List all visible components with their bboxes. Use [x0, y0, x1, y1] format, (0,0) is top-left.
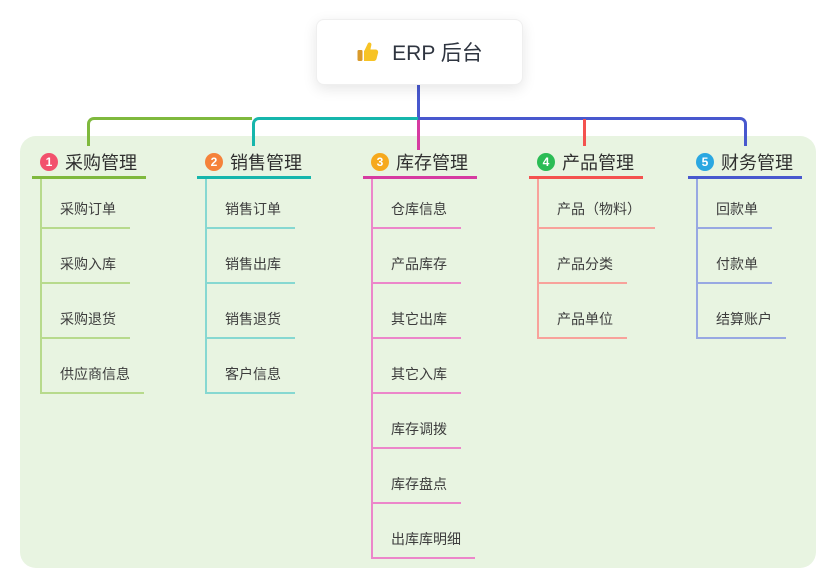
tree-item[interactable]: 销售订单 [207, 179, 295, 229]
tree-item-label: 库存调拨 [391, 421, 447, 437]
tree-item-label: 产品库存 [391, 256, 447, 272]
branch-sales: 2 销售管理 销售订单 销售出库 销售退货 客户信息 [197, 150, 311, 394]
branch-index-badge: 3 [371, 152, 389, 171]
connector-branch5 [418, 117, 747, 146]
connector-branch1 [87, 117, 252, 146]
branch-label: 产品管理 [562, 152, 634, 173]
root-stem-connector [417, 85, 420, 118]
branch-label: 销售管理 [230, 152, 302, 173]
tree-item[interactable]: 回款单 [698, 179, 772, 229]
tree-item[interactable]: 销售出库 [207, 229, 295, 284]
branch-items: 采购订单 采购入库 采购退货 供应商信息 [40, 179, 144, 394]
tree-item[interactable]: 其它入库 [373, 339, 461, 394]
thumbs-up-icon [356, 39, 382, 65]
tree-item[interactable]: 采购退货 [42, 284, 130, 339]
tree-item-label: 其它入库 [391, 366, 447, 382]
tree-item[interactable]: 出库库明细 [373, 504, 475, 559]
tree-item[interactable]: 采购订单 [42, 179, 130, 229]
branch-header-finance[interactable]: 5 财务管理 [688, 150, 802, 179]
branch-index-badge: 2 [205, 152, 223, 171]
branch-header-product[interactable]: 4 产品管理 [529, 150, 643, 179]
connector-branch2 [252, 117, 418, 146]
mindmap-panel [20, 136, 816, 568]
tree-item[interactable]: 库存盘点 [373, 449, 461, 504]
tree-item-label: 产品（物料） [557, 201, 641, 217]
tree-item[interactable]: 供应商信息 [42, 339, 144, 394]
connector-branch4 [583, 119, 586, 146]
tree-item-label: 销售退货 [225, 311, 281, 327]
branch-items: 回款单 付款单 结算账户 [696, 179, 786, 339]
root-title: ERP 后台 [392, 42, 483, 65]
tree-item[interactable]: 产品分类 [539, 229, 627, 284]
branch-product: 4 产品管理 产品（物料） 产品分类 产品单位 [529, 150, 655, 339]
tree-item-label: 付款单 [716, 256, 758, 272]
tree-item-label: 出库库明细 [391, 531, 461, 547]
tree-item-label: 采购入库 [60, 256, 116, 272]
tree-item[interactable]: 结算账户 [698, 284, 786, 339]
branch-index-badge: 5 [696, 152, 714, 171]
branch-index-badge: 1 [40, 152, 58, 171]
branch-purchase: 1 采购管理 采购订单 采购入库 采购退货 供应商信息 [32, 150, 146, 394]
tree-item[interactable]: 产品单位 [539, 284, 627, 339]
tree-item-label: 产品单位 [557, 311, 613, 327]
tree-item[interactable]: 采购入库 [42, 229, 130, 284]
tree-item[interactable]: 付款单 [698, 229, 772, 284]
branch-label: 财务管理 [721, 152, 793, 173]
tree-item-label: 产品分类 [557, 256, 613, 272]
branch-header-sales[interactable]: 2 销售管理 [197, 150, 311, 179]
tree-item[interactable]: 库存调拨 [373, 394, 461, 449]
branch-label: 库存管理 [396, 152, 468, 173]
tree-item-label: 仓库信息 [391, 201, 447, 217]
tree-item[interactable]: 产品库存 [373, 229, 461, 284]
connector-branch3 [417, 120, 420, 150]
tree-item-label: 采购订单 [60, 201, 116, 217]
tree-item-label: 其它出库 [391, 311, 447, 327]
branch-label: 采购管理 [65, 152, 137, 173]
tree-item[interactable]: 仓库信息 [373, 179, 461, 229]
tree-item-label: 结算账户 [716, 311, 772, 327]
tree-item-label: 销售订单 [225, 201, 281, 217]
tree-item-label: 回款单 [716, 201, 758, 217]
branch-index-badge: 4 [537, 152, 555, 171]
branch-finance: 5 财务管理 回款单 付款单 结算账户 [688, 150, 802, 339]
tree-item[interactable]: 产品（物料） [539, 179, 655, 229]
tree-item-label: 库存盘点 [391, 476, 447, 492]
tree-item-label: 采购退货 [60, 311, 116, 327]
branch-items: 销售订单 销售出库 销售退货 客户信息 [205, 179, 295, 394]
tree-item[interactable]: 销售退货 [207, 284, 295, 339]
tree-item-label: 客户信息 [225, 366, 281, 382]
branch-inventory: 3 库存管理 仓库信息 产品库存 其它出库 其它入库 库存调拨 库存盘点 出库库… [363, 150, 477, 559]
tree-item-label: 供应商信息 [60, 366, 130, 382]
branch-items: 仓库信息 产品库存 其它出库 其它入库 库存调拨 库存盘点 出库库明细 [371, 179, 475, 559]
tree-item-label: 销售出库 [225, 256, 281, 272]
root-node[interactable]: ERP 后台 [316, 19, 523, 85]
tree-item[interactable]: 客户信息 [207, 339, 295, 394]
branch-header-purchase[interactable]: 1 采购管理 [32, 150, 146, 179]
branch-header-inventory[interactable]: 3 库存管理 [363, 150, 477, 179]
branch-items: 产品（物料） 产品分类 产品单位 [537, 179, 655, 339]
tree-item[interactable]: 其它出库 [373, 284, 461, 339]
